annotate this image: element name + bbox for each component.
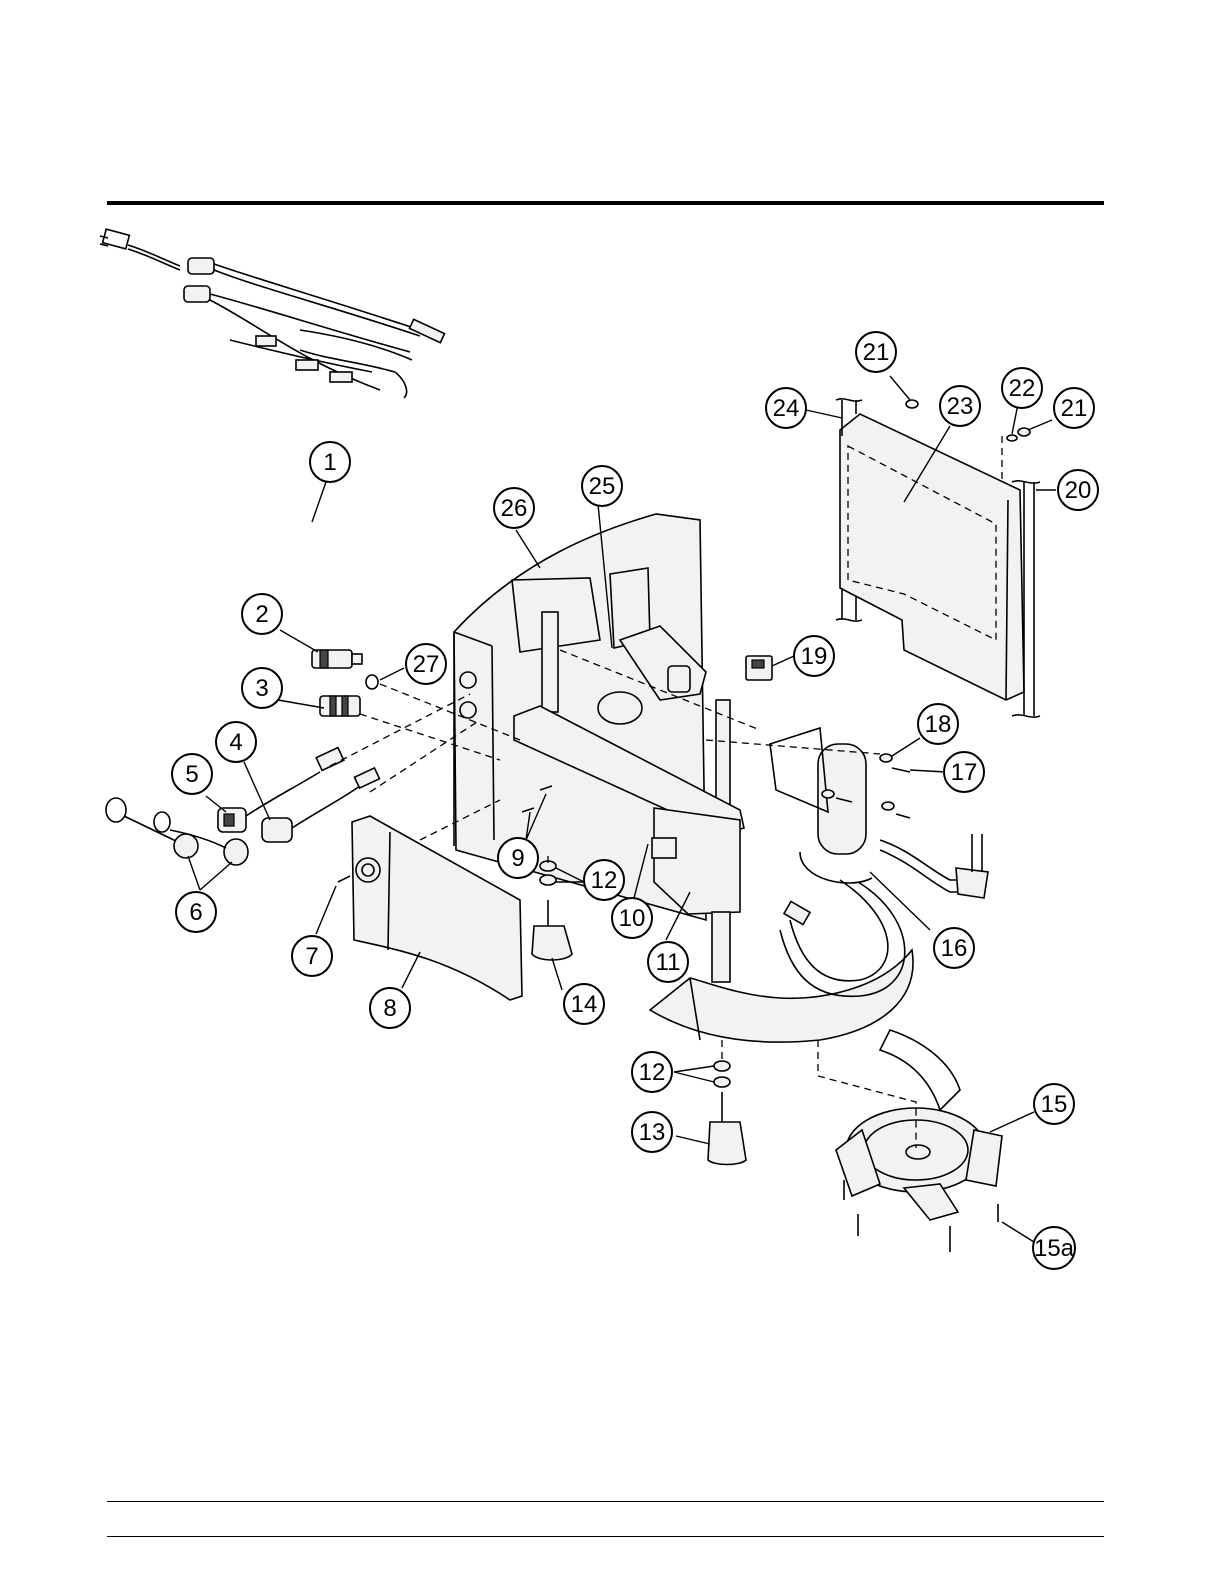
callout-label: 12 xyxy=(639,1059,666,1086)
callout-label: 21 xyxy=(863,339,890,366)
callout-label: 15 xyxy=(1041,1091,1068,1118)
callout-label: 11 xyxy=(656,949,681,976)
callout-19: 19 xyxy=(794,636,834,676)
callout-label: 26 xyxy=(501,495,528,522)
callout-label: 4 xyxy=(229,729,242,756)
pump-drawing xyxy=(836,1030,1002,1252)
callout-label: 20 xyxy=(1065,477,1092,504)
foot-lower-drawing xyxy=(708,1122,746,1165)
connector-drawing xyxy=(320,696,360,716)
callout-label: 27 xyxy=(413,651,440,678)
callout-label: 3 xyxy=(255,675,268,702)
o-ring-drawing xyxy=(366,675,378,689)
footer-rule-top xyxy=(107,1501,1104,1502)
callout-17: 17 xyxy=(944,752,984,792)
callout-10: 10 xyxy=(612,898,652,938)
callout-1: 1 xyxy=(310,442,350,482)
callout-25: 25 xyxy=(582,466,622,506)
callout-label: 18 xyxy=(925,711,952,738)
callout-label: 7 xyxy=(305,943,318,970)
callout-11: 11 xyxy=(648,942,688,982)
callout-15: 15 xyxy=(1034,1084,1074,1124)
callout-label: 12 xyxy=(591,867,618,894)
callout-5: 5 xyxy=(172,754,212,794)
callout-label: 21 xyxy=(1061,395,1088,422)
callout-label: 17 xyxy=(951,759,978,786)
callout-3: 3 xyxy=(242,668,282,708)
valve-drawing xyxy=(652,838,676,858)
callout-label: 16 xyxy=(941,935,968,962)
callout-12a: 12 xyxy=(584,860,624,900)
callout-label: 9 xyxy=(511,845,524,872)
callout-7: 7 xyxy=(292,936,332,976)
callout-label: 19 xyxy=(801,643,828,670)
callout-label: 22 xyxy=(1009,375,1036,402)
callout-label: 10 xyxy=(619,905,646,932)
callout-label: 8 xyxy=(383,995,396,1022)
callout-21a: 21 xyxy=(856,332,896,372)
callout-label: 24 xyxy=(773,395,800,422)
callout-15a: 15a xyxy=(1033,1227,1075,1269)
callout-6: 6 xyxy=(176,892,216,932)
callout-18: 18 xyxy=(918,704,958,744)
callout-9: 9 xyxy=(498,838,538,878)
callout-13: 13 xyxy=(632,1112,672,1152)
callout-label: 25 xyxy=(589,473,616,500)
callout-12b: 12 xyxy=(632,1052,672,1092)
callout-14: 14 xyxy=(564,984,604,1024)
callout-16: 16 xyxy=(934,928,974,968)
callout-label: 2 xyxy=(255,601,268,628)
fitting-drawing xyxy=(312,650,362,668)
rocker-switch-drawing xyxy=(746,656,772,680)
callout-23: 23 xyxy=(940,386,980,426)
callout-27: 27 xyxy=(406,644,446,684)
callout-label: 6 xyxy=(189,899,202,926)
screw-drawing xyxy=(338,876,350,882)
callout-label: 23 xyxy=(947,393,974,420)
callout-label: 5 xyxy=(185,761,198,788)
callout-22: 22 xyxy=(1002,368,1042,408)
callout-24: 24 xyxy=(766,388,806,428)
footer-rule-bottom xyxy=(107,1536,1104,1537)
callout-21b: 21 xyxy=(1054,388,1094,428)
nuts-lower-drawing xyxy=(714,1061,730,1124)
callout-label: 15a xyxy=(1034,1235,1075,1262)
callout-label: 14 xyxy=(571,991,598,1018)
callout-label: 13 xyxy=(639,1119,666,1146)
callout-2: 2 xyxy=(242,594,282,634)
callout-8: 8 xyxy=(370,988,410,1028)
wiring-harness-drawing xyxy=(100,229,445,398)
callout-label: 1 xyxy=(323,449,336,476)
callout-4: 4 xyxy=(216,722,256,762)
callout-20: 20 xyxy=(1058,470,1098,510)
callout-26: 26 xyxy=(494,488,534,528)
foot-drawing xyxy=(532,926,572,960)
